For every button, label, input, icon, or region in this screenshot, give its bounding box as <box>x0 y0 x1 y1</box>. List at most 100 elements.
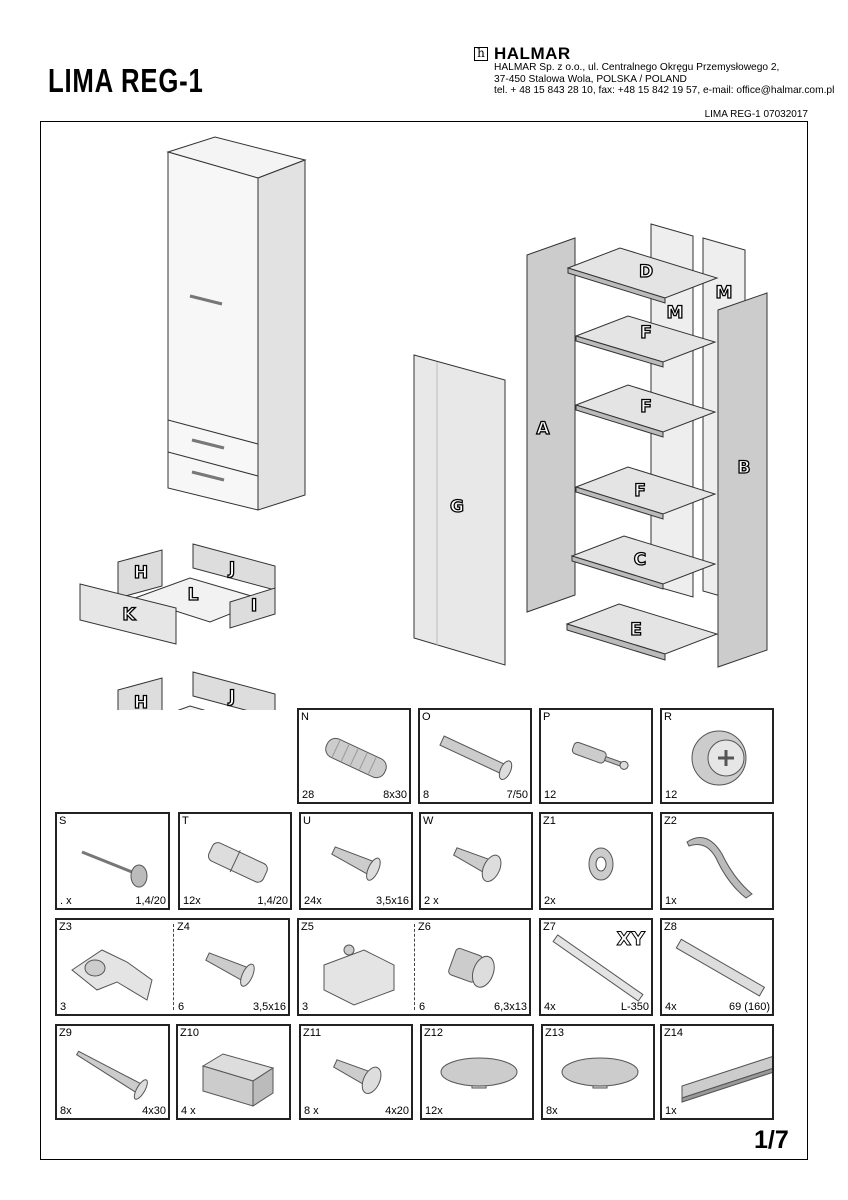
hardware-box-z1: Z1 2x <box>539 812 653 910</box>
hardware-quantity: 12 <box>665 789 678 801</box>
panel-b <box>717 292 768 668</box>
screw2-icon <box>453 847 502 882</box>
hardware-code: Z6 <box>418 921 431 933</box>
hardware-code: Z11 <box>303 1027 322 1039</box>
drawer-exploded-2 <box>117 671 276 710</box>
part-label-h: H <box>134 693 148 710</box>
hardware-box-w: W 2 x <box>419 812 533 910</box>
halmar-logo-icon: h <box>474 47 488 61</box>
hardware-box-z14: Z14 1x <box>660 1024 774 1120</box>
hardware-quantity: 2x <box>544 895 556 907</box>
hardware-quantity: 6 <box>178 1001 185 1013</box>
hardware-size: 4x20 <box>385 1105 409 1117</box>
cap-icon <box>440 1057 518 1089</box>
part-label-d: D <box>639 262 653 282</box>
part-label-a: A <box>536 419 550 439</box>
hardware-code: R <box>664 711 672 723</box>
hardware-quantity: 8 x <box>304 1105 319 1117</box>
hardware-size: 3,5x16 <box>252 1001 286 1013</box>
hardware-quantity: 3 <box>302 1001 309 1013</box>
hardware-box-z9: Z9 8x 4x30 <box>55 1024 170 1120</box>
page-number: 1/7 <box>754 1126 789 1154</box>
wardrobe-assembled <box>166 136 307 511</box>
hardware-quantity: . x <box>60 895 72 907</box>
hardware-code: Z2 <box>664 815 677 827</box>
hardware-quantity: 24x <box>304 895 322 907</box>
hardware-quantity: 4 x <box>181 1105 196 1117</box>
document-id: LIMA REG-1 07032017 <box>704 109 808 120</box>
block-icon <box>201 1053 275 1107</box>
hardware-quantity: 12x <box>425 1105 443 1117</box>
hardware-box-z11: Z11 8 x 4x20 <box>299 1024 413 1120</box>
brand-name: HALMAR <box>494 44 571 63</box>
part-label-j: J <box>228 687 235 707</box>
hardware-size: 6,3x13 <box>493 1001 527 1013</box>
address-line: 37-450 Stalowa Wola, POLSKA / POLAND <box>494 73 687 85</box>
hardware-code: S <box>59 815 67 827</box>
parts-illustration: D M M F F F C E A B G H J L K I H J L K … <box>79 136 768 710</box>
hardware-code: Z8 <box>664 921 677 933</box>
part-label-j: J <box>228 559 235 579</box>
part-label-f: F <box>640 323 652 343</box>
hardware-box-z2: Z2 1x <box>660 812 774 910</box>
hardware-code: N <box>301 711 309 723</box>
hardware-size: L-350 <box>620 1001 649 1013</box>
part-label-m: M <box>667 303 684 323</box>
bolt-icon <box>439 735 513 781</box>
hardware-quantity: 8x <box>60 1105 72 1117</box>
hardware-size: 1,4/20 <box>135 895 166 907</box>
divider <box>173 924 174 1010</box>
hardware-code: W <box>423 815 434 827</box>
hardware-box-u: U 24x 3,5x16 <box>299 812 413 910</box>
hardware-size: 7/50 <box>506 789 528 801</box>
hardware-box-s: S . x 1,4/20 <box>55 812 170 910</box>
part-label-l: L <box>188 585 199 605</box>
part-label-k: K <box>122 605 136 625</box>
hardware-size: 8x30 <box>383 789 407 801</box>
company-address: HALMAR Sp. z o.o., ul. Centralnego Okręg… <box>494 62 834 97</box>
part-label-b: B <box>738 458 751 478</box>
hardware-box-z13: Z13 8x <box>541 1024 655 1120</box>
dowel-icon <box>325 737 387 779</box>
hardware-quantity: 4x <box>665 1001 677 1013</box>
support-icon <box>207 842 268 883</box>
divider <box>414 924 415 1010</box>
screw2-icon <box>333 1059 382 1094</box>
nail-icon <box>81 850 148 888</box>
hardware-code: Z3 <box>59 921 72 933</box>
hardware-box-r: R 12 <box>660 708 774 804</box>
plate-icon <box>323 944 395 1006</box>
hardware-size: 3,5x16 <box>375 895 409 907</box>
hardware-code: Z13 <box>545 1027 564 1039</box>
hardware-quantity: 8x <box>546 1105 558 1117</box>
part-label-f: F <box>634 481 646 501</box>
part-label-h: H <box>134 563 148 583</box>
hardware-quantity: 28 <box>302 789 315 801</box>
hardware-size: 4x30 <box>142 1105 166 1117</box>
hardware-code: T <box>182 815 189 827</box>
hardware-quantity: 4x <box>544 1001 556 1013</box>
pin-icon <box>571 741 629 770</box>
address-line: HALMAR Sp. z o.o., ul. Centralnego Okręg… <box>494 62 780 73</box>
hardware-code: Z12 <box>424 1027 443 1039</box>
part-label-i: I <box>251 596 257 616</box>
rail-side-mark: XY <box>616 928 645 951</box>
part-label-e: E <box>630 620 642 640</box>
bar-icon <box>675 938 766 997</box>
hardware-code: U <box>303 815 311 827</box>
screw-icon <box>331 846 381 881</box>
hardware-quantity: 8 <box>423 789 430 801</box>
page-frame <box>40 121 808 1160</box>
cap-icon <box>561 1057 639 1089</box>
washer-icon <box>588 847 614 881</box>
hardware-code: P <box>543 711 551 723</box>
hardware-code: Z9 <box>59 1027 72 1039</box>
rail-icon <box>552 934 644 1002</box>
hardware-quantity: 1x <box>665 1105 677 1117</box>
hardware-box-z10: Z10 4 x <box>176 1024 291 1120</box>
hardware-code: Z4 <box>177 921 190 933</box>
panel-a <box>526 237 576 613</box>
